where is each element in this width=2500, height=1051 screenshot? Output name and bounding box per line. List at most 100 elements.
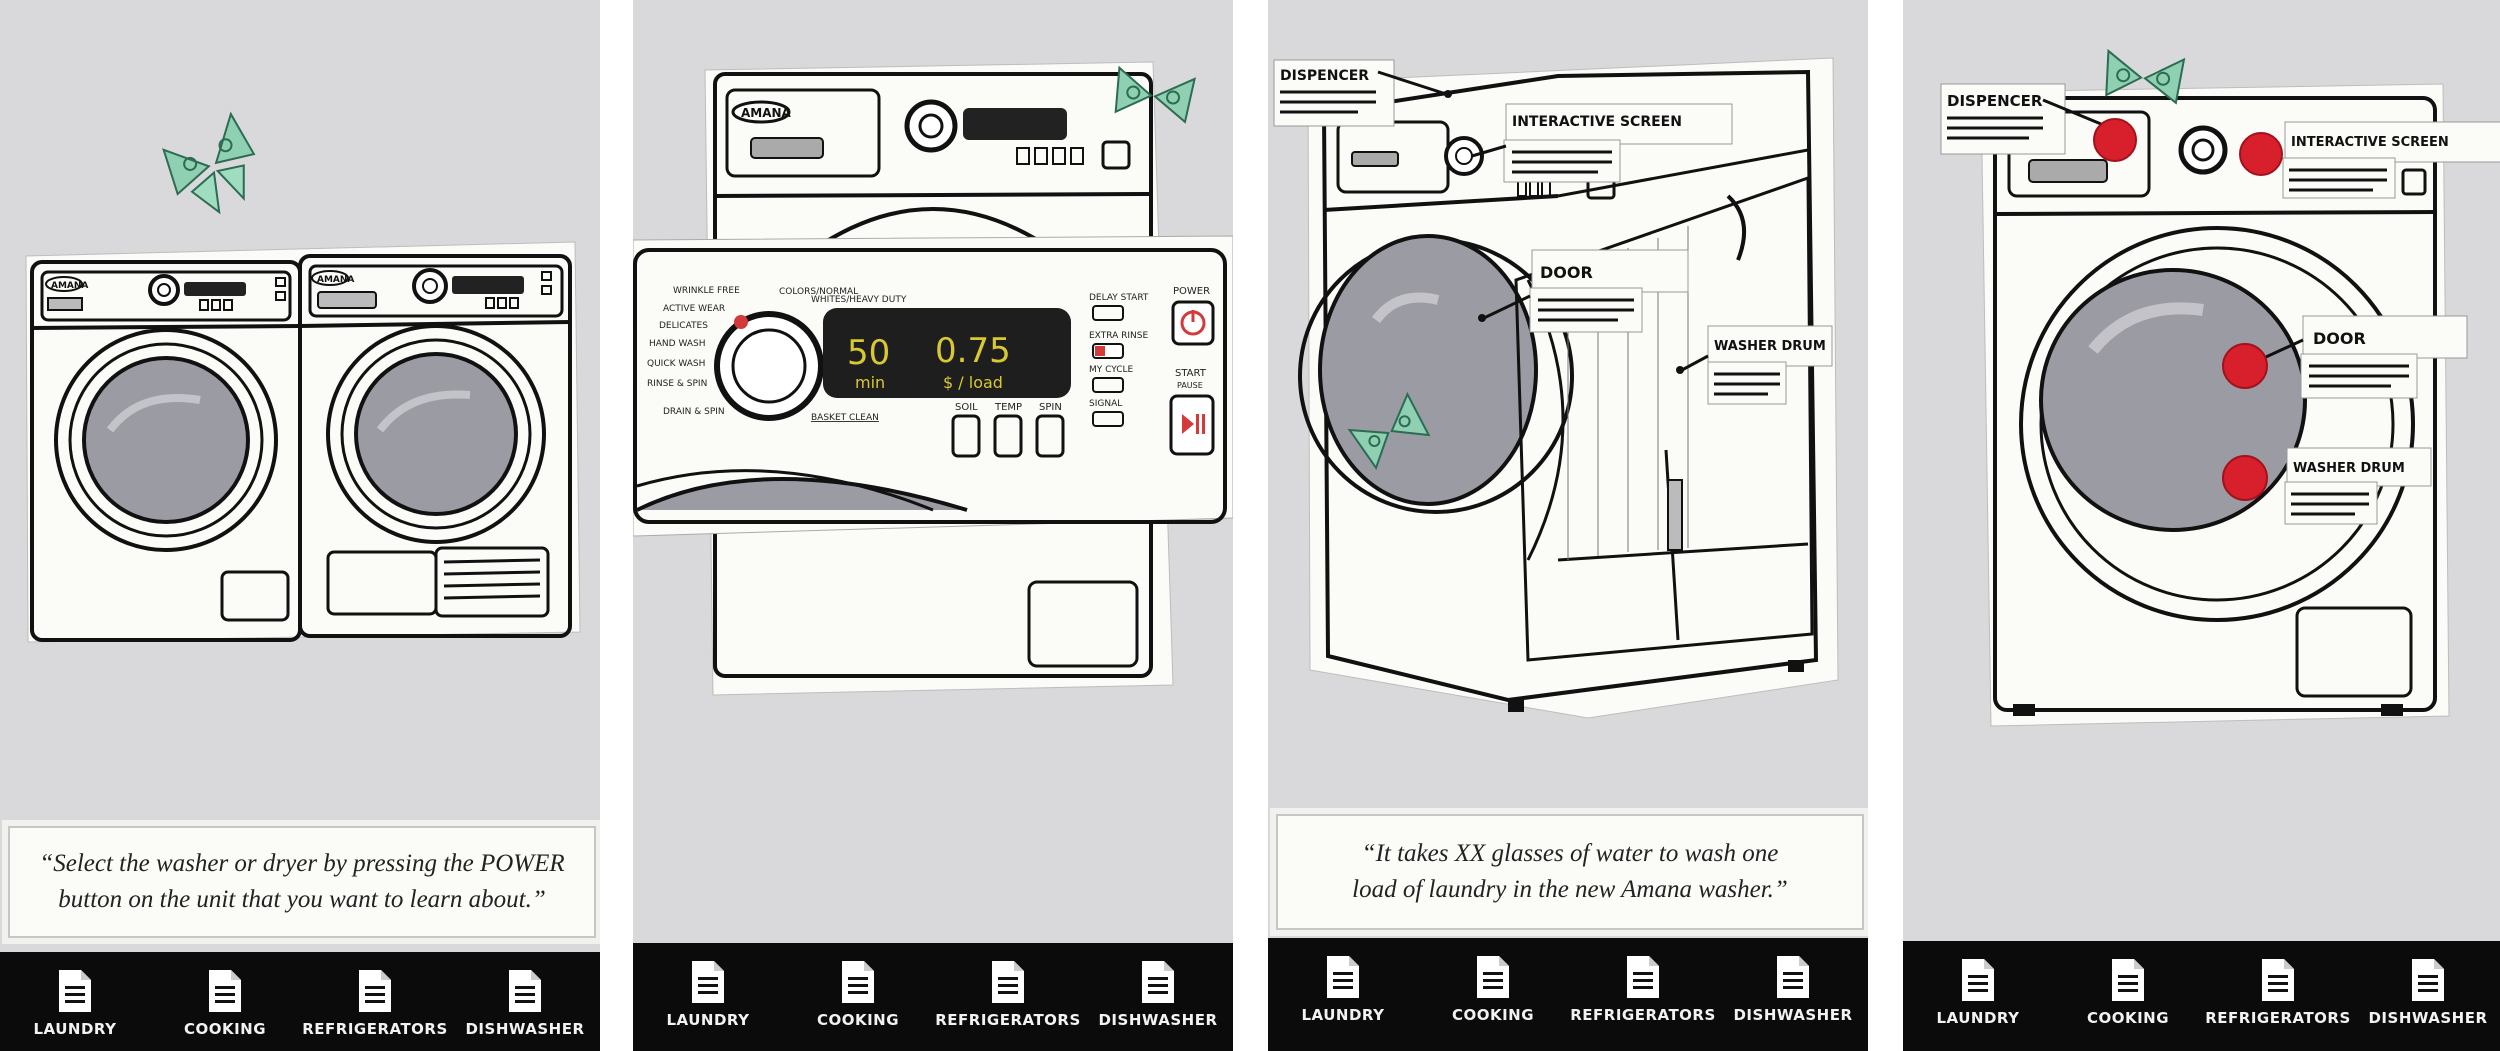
label-dispenser[interactable]: DISPENCER <box>1273 59 1452 127</box>
svg-text:PAUSE: PAUSE <box>1177 381 1203 390</box>
svg-text:DOOR: DOOR <box>2313 329 2366 348</box>
my-cycle-button[interactable] <box>1092 377 1124 393</box>
svg-text:WASHER DRUM: WASHER DRUM <box>2293 461 2405 476</box>
document-icon <box>842 961 874 1003</box>
hotspot-door[interactable] <box>2222 343 2268 389</box>
svg-text:0.75: 0.75 <box>935 331 1011 371</box>
document-icon <box>359 970 391 1012</box>
nav-laundry[interactable]: LAUNDRY <box>1273 938 1413 1024</box>
svg-text:EXTRA RINSE: EXTRA RINSE <box>1089 331 1148 341</box>
signal-button[interactable] <box>1092 411 1124 427</box>
hotspot-interactive-screen[interactable] <box>2239 132 2283 176</box>
nav-refrigerators[interactable]: REFRIGERATORS <box>302 952 448 1038</box>
exploded-washer-sketch: DISPENCER INTERACTIVE SCREEN DOOR <box>1273 57 1839 719</box>
money-butterfly-icon <box>1347 391 1431 470</box>
nav-laundry[interactable]: LAUNDRY <box>638 943 778 1029</box>
caption-line-1: “It takes XX glasses of water to wash on… <box>1361 840 1779 867</box>
document-icon <box>2112 959 2144 1001</box>
label-dispenser[interactable]: DISPENCER <box>1940 83 2102 155</box>
document-icon <box>992 961 1024 1003</box>
soil-button[interactable] <box>951 414 981 458</box>
nav-dishwasher[interactable]: DISHWASHER <box>2358 941 2498 1027</box>
nav-label: DISHWASHER <box>1733 1006 1853 1024</box>
document-icon <box>692 961 724 1003</box>
nav-refrigerators[interactable]: REFRIGERATORS <box>1570 938 1716 1024</box>
svg-text:HAND WASH: HAND WASH <box>649 339 706 349</box>
bottom-nav-bar: LAUNDRY COOKING REFRIGERATORS DISHWASHER <box>0 952 600 1051</box>
nav-label: REFRIGERATORS <box>2205 1009 2351 1027</box>
caption-line-2: load of laundry in the new Amana washer.… <box>1352 876 1788 903</box>
washer-unit[interactable]: AMANA <box>30 260 302 642</box>
svg-text:COLORS/NORMAL: COLORS/NORMAL <box>779 287 858 297</box>
nav-cooking[interactable]: COOKING <box>788 943 928 1029</box>
svg-text:SPIN: SPIN <box>1039 402 1062 413</box>
document-icon <box>1142 961 1174 1003</box>
nav-refrigerators[interactable]: REFRIGERATORS <box>2205 941 2351 1027</box>
svg-text:WHITES/HEAVY DUTY: WHITES/HEAVY DUTY <box>811 295 907 305</box>
label-washer-drum[interactable]: WASHER DRUM <box>1676 325 1833 405</box>
delay-start-button[interactable] <box>1092 305 1124 321</box>
label-washer-drum[interactable]: WASHER DRUM <box>2284 447 2432 525</box>
svg-text:RINSE & SPIN: RINSE & SPIN <box>647 379 707 389</box>
document-icon <box>1777 956 1809 998</box>
nav-label: LAUNDRY <box>666 1011 750 1029</box>
instruction-caption: “Select the washer or dryer by pressing … <box>8 826 596 938</box>
caption-line-2: button on the unit that you want to lear… <box>58 886 546 913</box>
label-door[interactable]: DOOR <box>2254 315 2468 399</box>
svg-text:min: min <box>855 373 885 392</box>
prototype-screen-hotspots: DISPENCER INTERACTIVE SCREEN DOOR WASHER <box>1903 0 2500 1051</box>
svg-text:AMANA: AMANA <box>317 275 354 285</box>
hotspot-washer-drum[interactable] <box>2222 455 2268 501</box>
water-fact-caption: “It takes XX glasses of water to wash on… <box>1276 814 1864 930</box>
document-icon <box>1627 956 1659 998</box>
nav-cooking[interactable]: COOKING <box>1423 938 1563 1024</box>
nav-dishwasher[interactable]: DISHWASHER <box>1723 938 1863 1024</box>
svg-text:DELICATES: DELICATES <box>659 321 708 331</box>
nav-dishwasher[interactable]: DISHWASHER <box>1088 943 1228 1029</box>
label-interactive-screen[interactable]: INTERACTIVE SCREEN <box>1471 103 1733 183</box>
label-door[interactable]: DOOR <box>1478 249 1689 333</box>
nav-label: REFRIGERATORS <box>302 1020 448 1038</box>
spin-button[interactable] <box>1035 414 1065 458</box>
svg-text:TEMP: TEMP <box>994 402 1022 413</box>
washer-hotspot-sketch: DISPENCER INTERACTIVE SCREEN DOOR WASHER <box>1940 48 2500 727</box>
document-icon <box>1477 956 1509 998</box>
svg-text:AMANA: AMANA <box>51 281 88 291</box>
document-icon <box>1962 959 1994 1001</box>
temp-button[interactable] <box>993 414 1023 458</box>
svg-text:INTERACTIVE SCREEN: INTERACTIVE SCREEN <box>2291 135 2449 150</box>
nav-laundry[interactable]: LAUNDRY <box>5 952 145 1038</box>
nav-cooking[interactable]: COOKING <box>155 952 295 1038</box>
lcd-display: 50 min 0.75 $ / load <box>823 308 1071 398</box>
washer-dryer-sketch: AMANA AMANA <box>25 111 581 643</box>
cycle-selector-knob[interactable] <box>714 311 824 421</box>
nav-label: DISHWASHER <box>2368 1009 2488 1027</box>
nav-label: COOKING <box>816 1011 900 1029</box>
document-icon <box>59 970 91 1012</box>
svg-text:DISPENCER: DISPENCER <box>1947 92 2043 110</box>
nav-cooking[interactable]: COOKING <box>2058 941 2198 1027</box>
nav-label: DISHWASHER <box>465 1020 585 1038</box>
prototype-screen-control-panel: AMANA WRINKLE FREE ACTIVE WEAR DELI <box>633 0 1233 1051</box>
document-icon <box>1327 956 1359 998</box>
svg-text:QUICK WASH: QUICK WASH <box>647 359 705 369</box>
money-butterfly-icon <box>2105 48 2186 105</box>
money-butterfly-icon <box>162 111 256 215</box>
bottom-nav-bar: LAUNDRY COOKING REFRIGERATORS DISHWASHER <box>1268 938 1868 1051</box>
nav-label: REFRIGERATORS <box>1570 1006 1716 1024</box>
nav-dishwasher[interactable]: DISHWASHER <box>455 952 595 1038</box>
nav-refrigerators[interactable]: REFRIGERATORS <box>935 943 1080 1029</box>
nav-label: LAUNDRY <box>33 1020 117 1038</box>
dryer-unit[interactable]: AMANA <box>298 254 572 638</box>
svg-text:WRINKLE FREE: WRINKLE FREE <box>673 286 740 296</box>
svg-text:POWER: POWER <box>1173 286 1210 297</box>
hotspot-dispenser[interactable] <box>2093 118 2137 162</box>
control-panel: WRINKLE FREE ACTIVE WEAR DELICATES HAND … <box>633 248 1227 524</box>
label-interactive-screen[interactable]: INTERACTIVE SCREEN <box>2282 121 2500 199</box>
nav-laundry[interactable]: LAUNDRY <box>1908 941 2048 1027</box>
svg-text:DISPENCER: DISPENCER <box>1280 68 1369 84</box>
power-button[interactable] <box>1171 300 1215 346</box>
start-pause-button[interactable] <box>1169 394 1215 456</box>
nav-label: COOKING <box>1451 1006 1535 1024</box>
shock-absorber <box>1664 449 1683 641</box>
